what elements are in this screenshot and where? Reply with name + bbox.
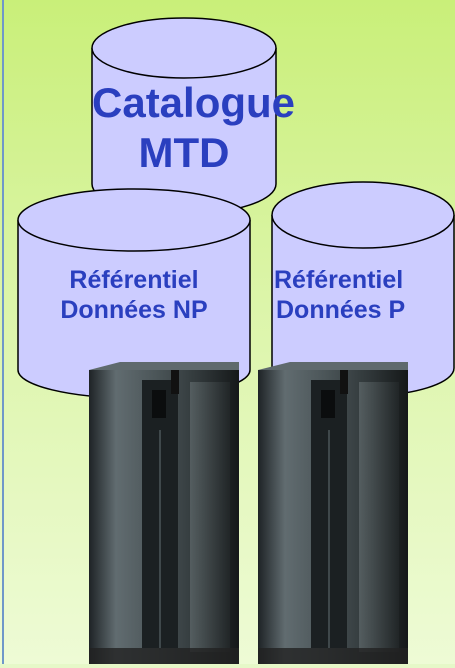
catalogue-label-line2: MTD [138,128,230,176]
referentiel-np-line2: Données NP [60,295,208,324]
referentiel-p-line2: Données P [276,295,406,324]
server-rack-image [258,362,408,668]
catalogue-label: Catalogue MTD [92,78,296,177]
referentiel-p-line1: Référentiel [274,266,404,294]
catalogue-label-line1: Catalogue [92,79,296,126]
catalogue-cylinder [91,17,277,215]
referentiel-np-label: Référentiel Données NP [18,266,250,325]
slide-bottom-edge [0,664,455,668]
server-rack-image [89,362,239,668]
referentiel-np-line1: Référentiel [69,266,199,294]
referentiel-p-cylinder [271,181,455,397]
referentiel-p-label: Référentiel Données P [272,266,455,325]
